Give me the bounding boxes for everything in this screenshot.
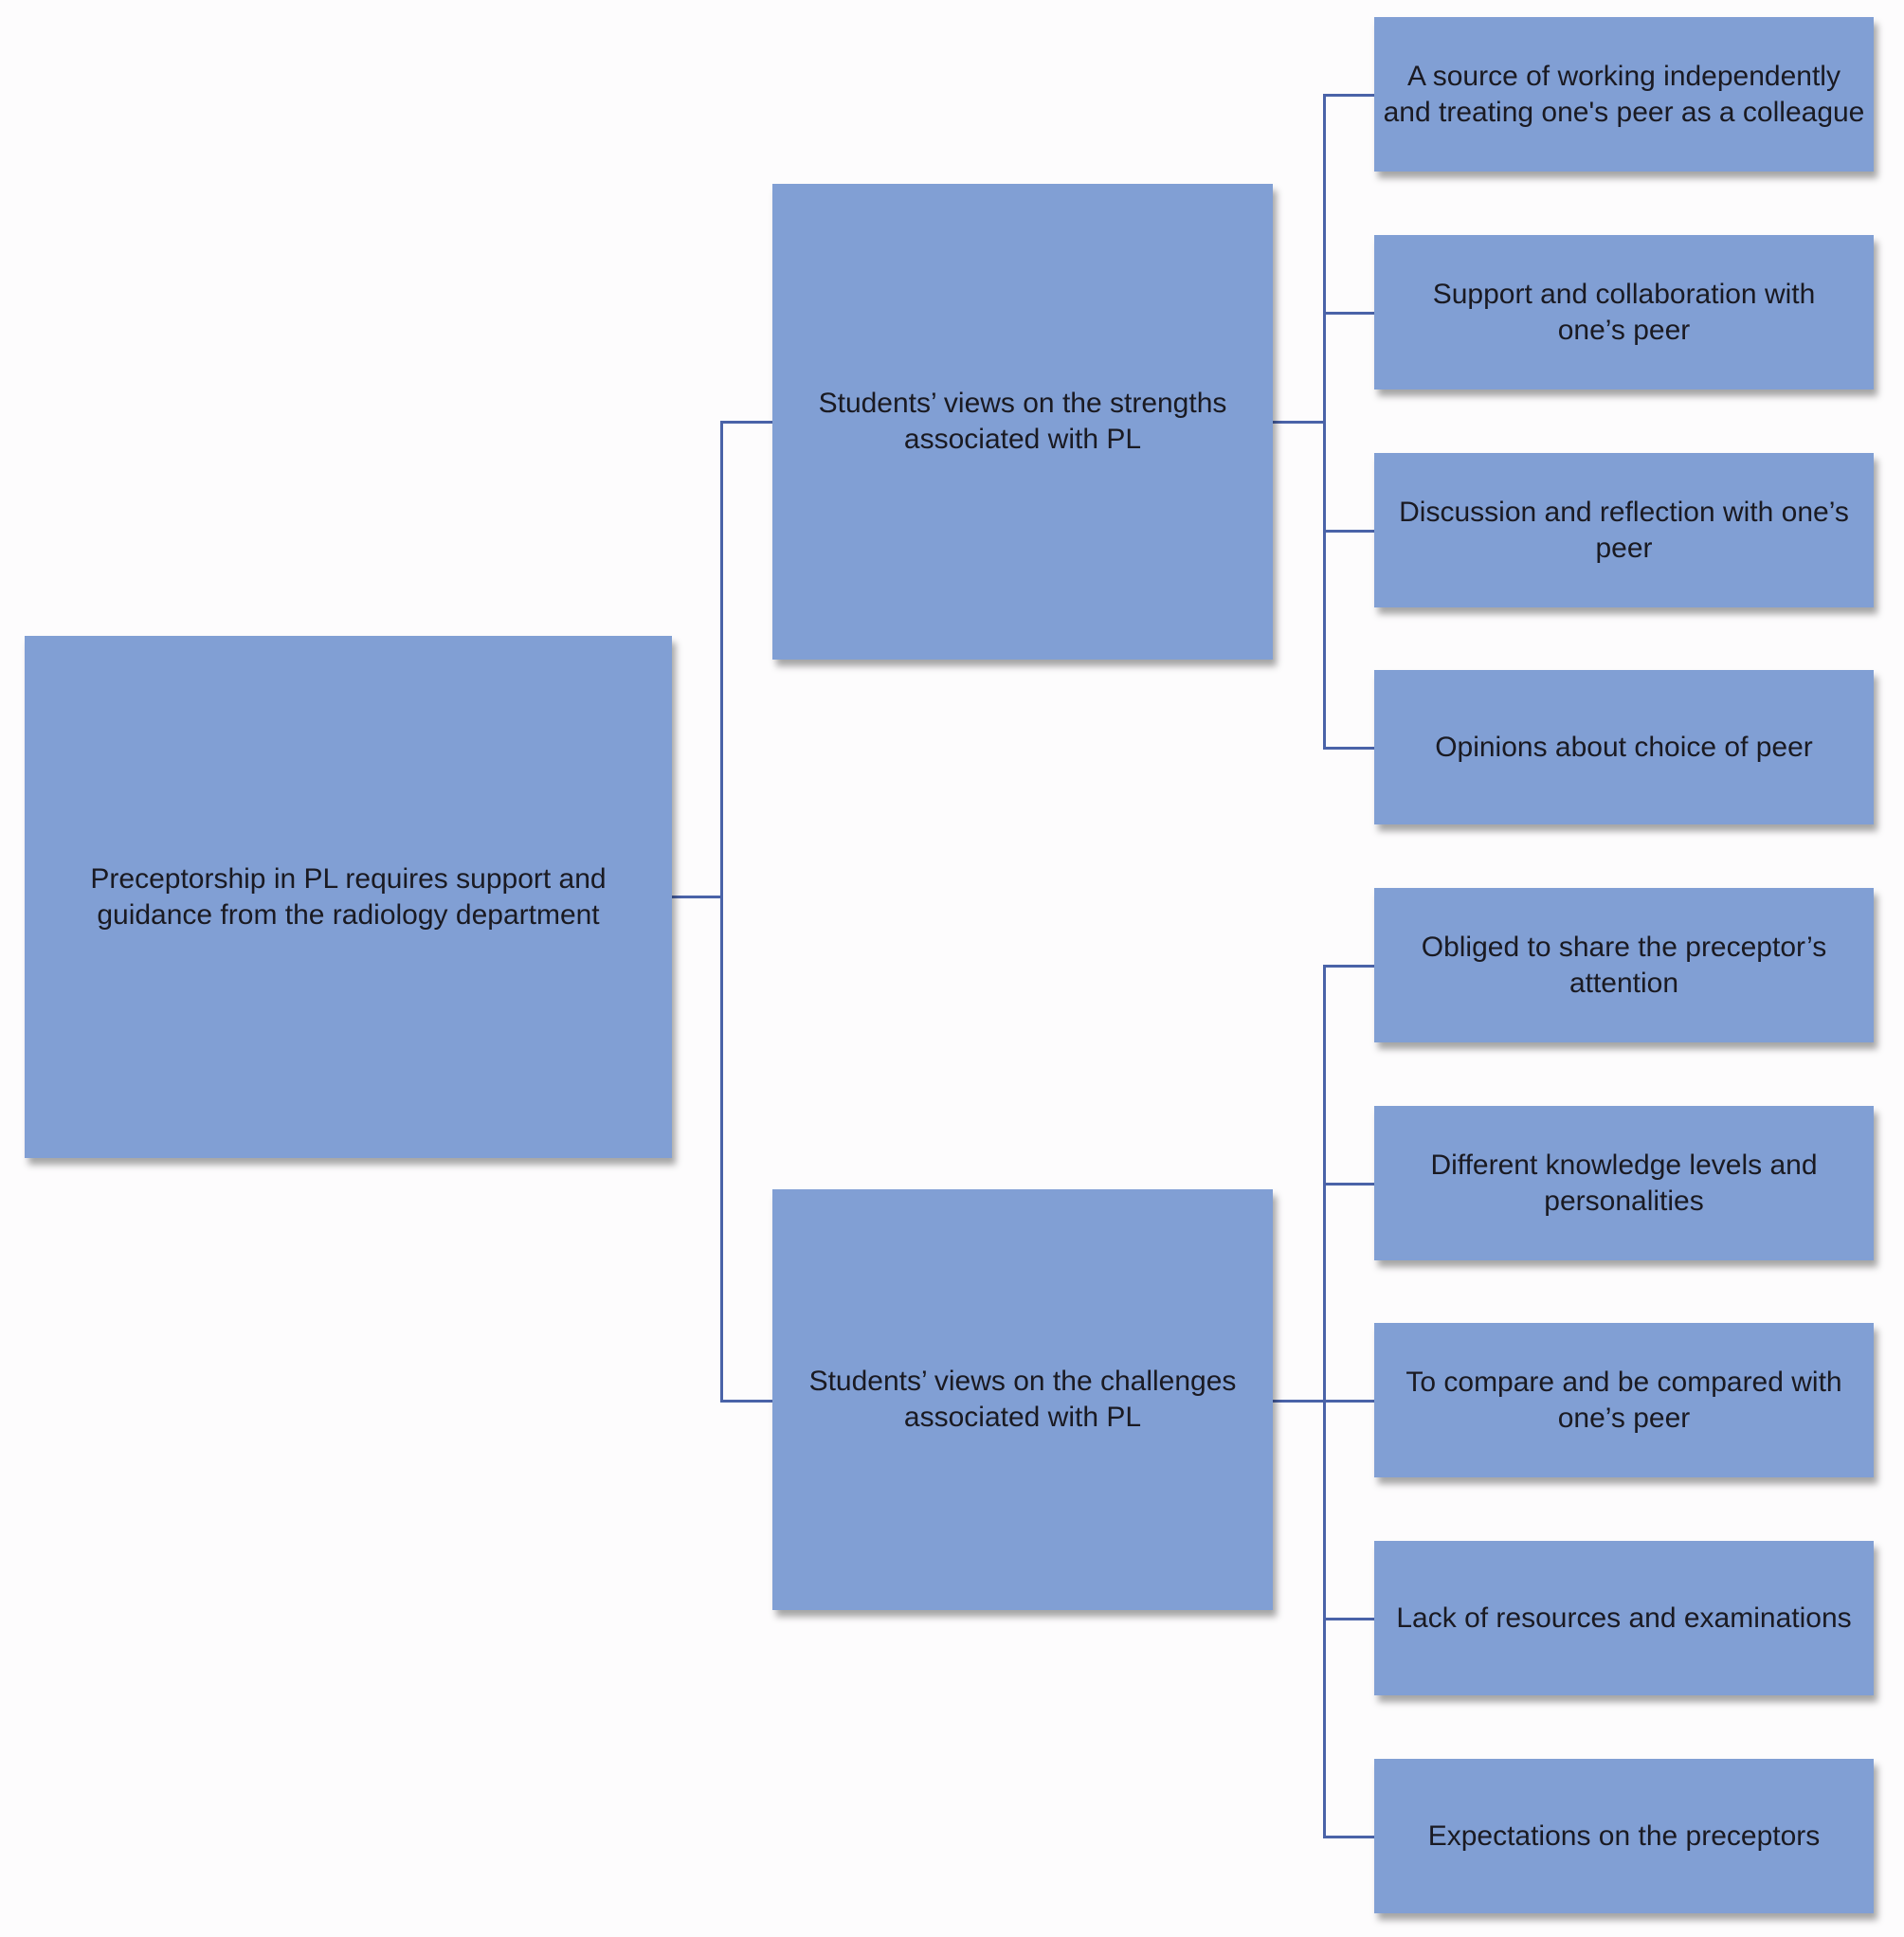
leaf-label: Expectations on the preceptors [1427,1819,1821,1852]
leaf-label: A source of working independently and tr… [1383,60,1865,128]
branch-label: Students’ views on the challenges associ… [808,1366,1237,1433]
leaf-label: Opinions about choice of peer [1435,731,1813,763]
connector [1323,530,1374,533]
connector [720,421,723,1402]
connector [1323,1183,1374,1186]
root-label: Preceptorship in PL requires support and… [90,862,607,931]
leaf-node: Expectations on the preceptors [1374,1759,1874,1913]
connector [1323,747,1374,750]
branch-label: Students’ views on the strengths associa… [818,388,1227,455]
branch-challenges: Students’ views on the challenges associ… [772,1189,1273,1610]
leaf-node: Opinions about choice of peer [1374,670,1874,824]
leaf-node: Support and collaboration with one’s pee… [1374,235,1874,389]
leaf-node: Discussion and reflection with one’s pee… [1374,453,1874,607]
leaf-label: Obliged to share the preceptor’s attenti… [1421,931,1827,999]
connector [1323,312,1374,315]
leaf-node: Different knowledge levels and personali… [1374,1106,1874,1260]
connector [720,421,772,424]
leaf-label: Support and collaboration with one’s pee… [1432,278,1816,346]
leaf-label: To compare and be compared with one’s pe… [1405,1366,1842,1434]
connector [1323,1618,1374,1620]
connector [1273,1400,1325,1403]
connector [1323,1400,1374,1403]
leaf-node: Obliged to share the preceptor’s attenti… [1374,888,1874,1042]
connector [1273,421,1325,424]
leaf-label: Discussion and reflection with one’s pee… [1399,496,1849,564]
connector [1323,1836,1374,1838]
connector [1323,94,1374,97]
connector [720,1400,772,1403]
connector [1323,965,1374,968]
leaf-label: Different knowledge levels and personali… [1430,1149,1818,1217]
root-node: Preceptorship in PL requires support and… [25,636,672,1158]
connector [672,896,722,898]
leaf-node: Lack of resources and examinations [1374,1541,1874,1695]
leaf-label: Lack of resources and examinations [1396,1602,1852,1634]
leaf-node: A source of working independently and tr… [1374,17,1874,172]
leaf-node: To compare and be compared with one’s pe… [1374,1323,1874,1477]
branch-strengths: Students’ views on the strengths associa… [772,184,1273,660]
connector [1323,94,1326,749]
